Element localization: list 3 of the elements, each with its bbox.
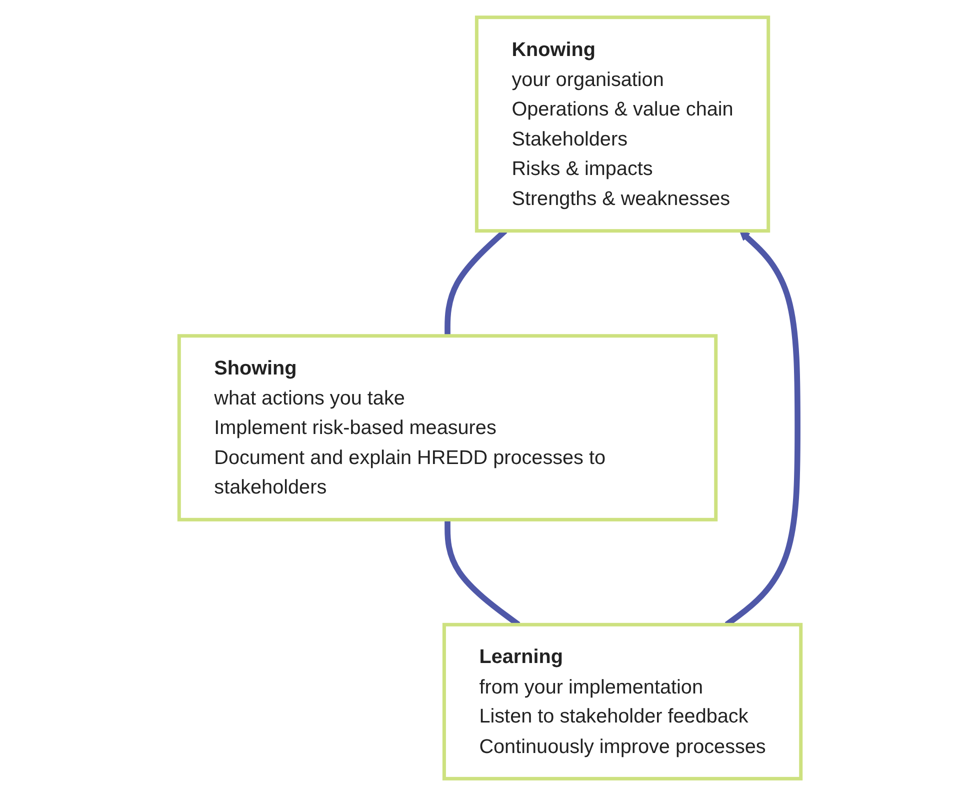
node-box: Showing what actions you take Implement risk-based measures Document and explain HREDD processes to stakeholders <box>177 334 718 522</box>
node-box: Learning from your implementation Listen to stakeholder feedback Continuously improve processes <box>442 622 803 780</box>
node-box: Knowing your organisation Operations & value chain Stakeholders Risks & impacts Strengths & weaknesses <box>474 16 770 233</box>
